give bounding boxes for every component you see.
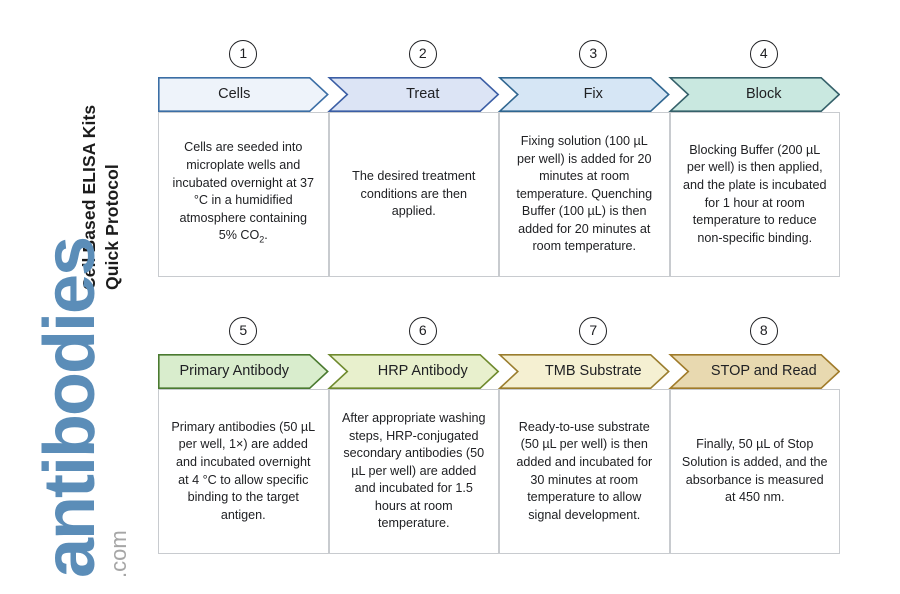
step-label: Cells [218, 86, 251, 102]
step-number-badge: 5 [229, 317, 258, 345]
step-chevron[interactable] [327, 354, 500, 389]
step-description-cell: Blocking Buffer (200 µL per well) is the… [669, 112, 840, 277]
step-chevron[interactable] [668, 354, 840, 389]
step-description-text: Blocking Buffer (200 µL per well) is the… [682, 142, 827, 245]
step-chevron[interactable] [327, 77, 500, 112]
brand-watermark: antibodies .com [0, 238, 160, 578]
step-number-strip: 1 2 3 4 [158, 40, 840, 77]
step-label: STOP and Read [710, 363, 817, 379]
step-number-badge: 4 [749, 40, 778, 68]
step-header-strip: Primary Antibody HRP Antibody TMB Substrat… [158, 354, 840, 389]
step-description-text: Primary antibodies (50 µL per well, 1×) … [171, 419, 316, 522]
step-number-strip: 5 6 7 8 [158, 317, 840, 354]
step-description-strip: Primary antibodies (50 µL per well, 1×) … [158, 389, 840, 554]
step-description-cell: Cells are seeded into microplate wells a… [158, 112, 329, 277]
step-chevron[interactable] [158, 354, 329, 389]
step-number-badge: 2 [408, 40, 437, 68]
step-description-text: Fixing solution (100 µL per well) is add… [516, 133, 653, 254]
brand-tld: .com [106, 530, 131, 578]
step-label: Treat [406, 86, 440, 102]
brand-name: antibodies [30, 237, 110, 578]
step-description-cell: Ready-to-use substrate (50 µL per well) … [499, 389, 670, 554]
step-description-strip: Cells are seeded into microplate wells a… [158, 112, 840, 277]
step-description-cell: Fixing solution (100 µL per well) is add… [499, 112, 670, 277]
step-description-cell: After appropriate washing steps, HRP-con… [328, 389, 499, 554]
step-chevron[interactable] [497, 354, 670, 389]
step-number-badge: 7 [579, 317, 608, 345]
step-number-badge: 3 [579, 40, 608, 68]
step-header-strip: Cells Treat Fix Block [158, 77, 840, 112]
step-description-text: Cells are seeded into microplate wells a… [172, 140, 314, 245]
step-chevron[interactable] [668, 77, 840, 112]
chevron-graphics [158, 77, 840, 112]
step-label: TMB Substrate [544, 363, 642, 379]
step-number-badge: 1 [229, 40, 258, 68]
step-number-badge: 8 [749, 317, 778, 345]
step-chevron[interactable] [158, 77, 329, 112]
chevron-graphics [158, 354, 840, 389]
step-description-cell: The desired treatment conditions are the… [328, 112, 499, 277]
step-chevron[interactable] [497, 77, 670, 112]
step-label: Block [746, 86, 782, 102]
step-description-text: The desired treatment conditions are the… [352, 169, 476, 219]
step-description-cell: Finally, 50 µL of Stop Solution is added… [669, 389, 840, 554]
step-label: HRP Antibody [377, 363, 468, 379]
step-description-text: Finally, 50 µL of Stop Solution is added… [681, 437, 828, 505]
step-number-badge: 6 [408, 317, 437, 345]
step-description-text: After appropriate washing steps, HRP-con… [341, 410, 486, 531]
step-description-text: Ready-to-use substrate (50 µL per well) … [516, 419, 653, 522]
step-label: Primary Antibody [179, 363, 290, 379]
step-description-cell: Primary antibodies (50 µL per well, 1×) … [158, 389, 329, 554]
step-label: Fix [583, 86, 603, 102]
